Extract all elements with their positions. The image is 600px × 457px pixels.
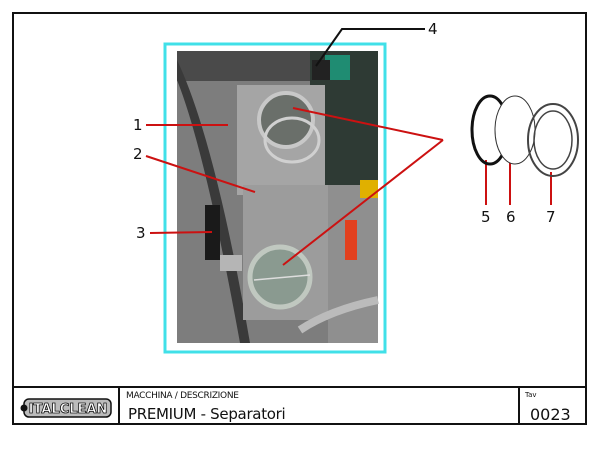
callout-4: 4 [428, 20, 438, 38]
machine-label: MACCHINA / DESCRIZIONE [126, 391, 239, 401]
title-block: ITALCLEAN MACCHINA / DESCRIZIONE PREMIUM… [12, 386, 587, 425]
machine-photo [177, 51, 379, 343]
leader-lines [145, 28, 552, 266]
callout-7: 7 [546, 208, 556, 226]
photo-border [163, 42, 387, 354]
callout-6: 6 [506, 208, 516, 226]
callout-2: 2 [133, 145, 143, 163]
callout-3: 3 [136, 224, 146, 242]
drawing-frame [12, 12, 587, 425]
table-label: Tav [525, 391, 537, 399]
table-number: 0023 [530, 405, 571, 424]
callout-5: 5 [481, 208, 491, 226]
callout-1: 1 [133, 116, 143, 134]
machine-title: PREMIUM - Separatori [128, 405, 286, 423]
italclean-logo: ITALCLEAN [20, 398, 112, 418]
svg-text:ITALCLEAN: ITALCLEAN [29, 402, 108, 417]
description-cell: MACCHINA / DESCRIZIONE PREMIUM - Separat… [120, 388, 520, 425]
logo-cell: ITALCLEAN [12, 388, 120, 425]
table-cell: Tav 0023 [520, 388, 585, 425]
flange-part [527, 103, 579, 177]
